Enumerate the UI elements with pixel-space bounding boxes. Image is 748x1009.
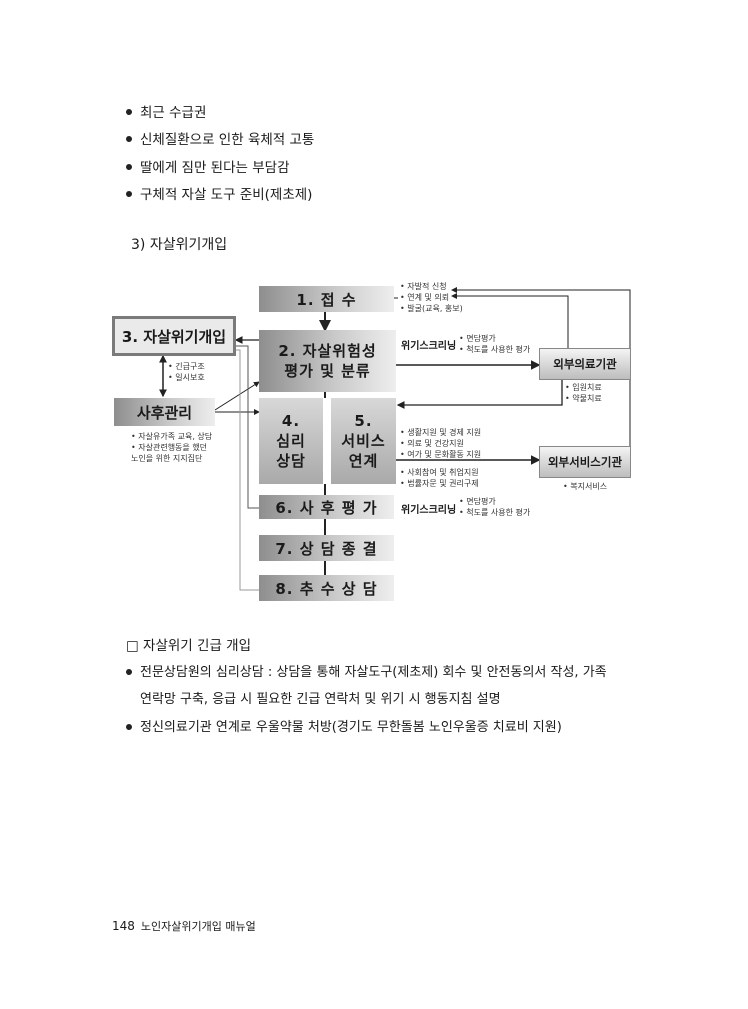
- bullet-dot-icon: [126, 723, 132, 730]
- bullet-item: 신체질환으로 인한 육체적 고통: [126, 128, 314, 148]
- body-item-continuation: 연락망 구축, 응급 시 필요한 긴급 연락처 및 위기 시 행동지침 설명: [140, 692, 501, 707]
- external-service-box: 외부서비스기관: [539, 446, 631, 478]
- bullet-dot-icon: [126, 109, 132, 115]
- footer-title: 노인자살위기개입 매뉴얼: [140, 920, 256, 933]
- section-title: 3) 자살위기개입: [131, 237, 228, 253]
- screening-label-2: 위기스크리닝: [401, 505, 457, 516]
- screening-notes: • 면담평가 • 척도를 사용한 평가: [459, 334, 531, 354]
- bullet-item: 최근 수급권: [126, 101, 206, 121]
- service-notes-bottom: • 사회참여 및 취업지원 • 법률자문 및 권리구제: [400, 468, 479, 488]
- bullet-item: 딸에게 짐만 된다는 부담감: [126, 156, 290, 176]
- service-notes-top: • 생활지원 및 경제 지원 • 의료 및 건강지원 • 여가 및 문화활동 지…: [400, 428, 482, 459]
- bullet-dot-icon: [126, 191, 132, 197]
- bullet-dot-icon: [126, 164, 132, 170]
- step-post-evaluation: 6. 사 후 평 가: [259, 495, 394, 519]
- step-counseling: 4. 심리 상담: [259, 398, 323, 484]
- page-footer: 148 노인자살위기개입 매뉴얼: [112, 918, 256, 934]
- bullet-item: 구체적 자살 도구 준비(제초제): [126, 183, 312, 203]
- aftercare-notes: • 자살유가족 교육, 상담 • 자살관련행동을 했던 노인을 위한 지지집단: [131, 432, 213, 463]
- screening-label: 위기스크리닝: [401, 341, 457, 352]
- step-risk-assessment: 2. 자살위험성 평가 및 분류: [259, 330, 396, 392]
- bullet-dot-icon: [126, 136, 132, 142]
- welfare-note: • 복지서비스: [563, 482, 608, 491]
- body-item: 정신의료기관 연계로 우울약물 처방(경기도 무한돌봄 노인우울증 치료비 지원…: [126, 716, 562, 735]
- subheading: □ 자살위기 긴급 개입: [126, 638, 251, 654]
- intake-notes: • 자발적 신청 • 연계 및 의뢰 • 발굴(교육, 홍보): [400, 282, 463, 313]
- step-case-closing: 7. 상 담 종 결: [259, 535, 394, 561]
- emergency-notes: • 긴급구조 • 일시보호: [168, 362, 205, 382]
- body-item: 전문상담원의 심리상담 : 상담을 통해 자살도구(제초제) 회수 및 안전동의…: [126, 661, 607, 680]
- page-number: 148: [112, 919, 135, 933]
- screening-notes-2: • 면담평가 • 척도를 사용한 평가: [459, 497, 531, 517]
- external-medical-box: 외부의료기관: [539, 348, 631, 380]
- step-intake: 1. 접 수: [259, 286, 394, 312]
- step-service-link: 5. 서비스 연계: [331, 398, 396, 484]
- crisis-intervention-box: 3. 자살위기개입: [112, 316, 236, 356]
- bullet-dot-icon: [126, 668, 132, 675]
- step-follow-up: 8. 추 수 상 담: [259, 575, 394, 601]
- medical-notes: • 입원치료 • 약물치료: [565, 383, 602, 403]
- aftercare-box: 사후관리: [114, 398, 215, 426]
